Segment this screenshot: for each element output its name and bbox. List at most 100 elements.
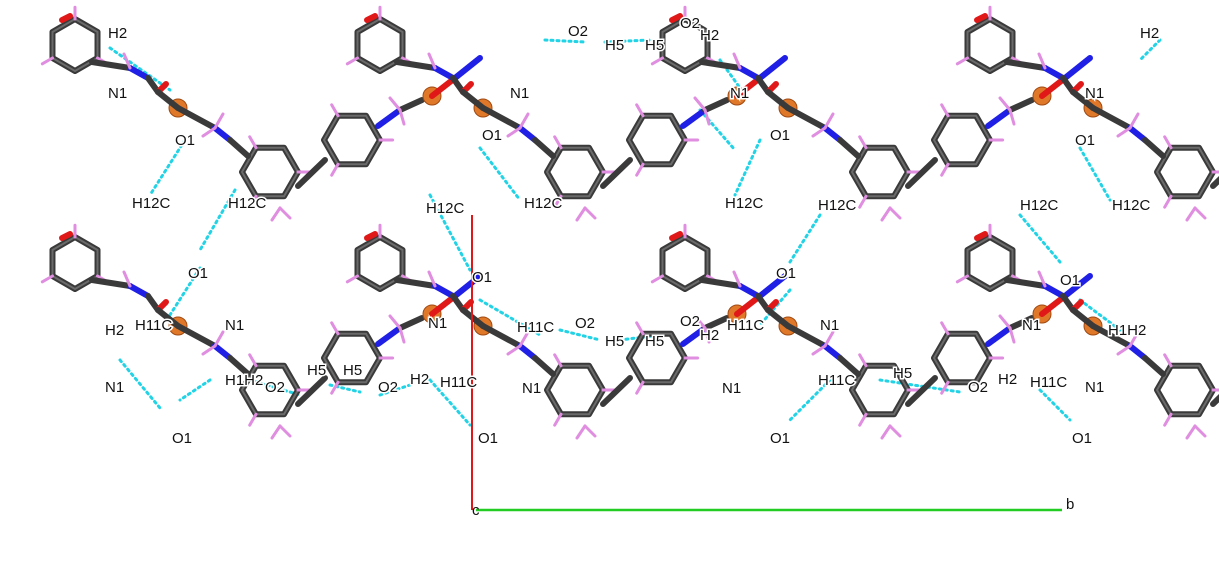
atom-label: O1: [472, 269, 492, 286]
bond: [732, 52, 742, 70]
bond: [295, 157, 328, 189]
atom-label: H11C: [818, 372, 855, 389]
atom-label: O1: [172, 430, 192, 447]
bond: [518, 112, 530, 130]
bond: [699, 59, 743, 71]
bond: [732, 270, 742, 288]
bond: [905, 157, 938, 189]
atom-label: N1: [225, 317, 244, 334]
hydrogen-bond: [733, 138, 762, 197]
hydrogen-bond: [1018, 213, 1062, 264]
bond: [974, 231, 988, 241]
aromatic-ring-highlight: [322, 332, 382, 384]
aromatic-ring: [931, 112, 993, 168]
bond: [518, 330, 530, 348]
atom-label: O1: [770, 430, 790, 447]
bond: [703, 108, 711, 126]
bond: [1127, 343, 1148, 361]
hydrogen-bond: [428, 378, 472, 427]
bond: [575, 206, 587, 222]
bond: [155, 307, 181, 329]
aromatic-ring-highlight: [51, 17, 99, 73]
atom-label: H11C: [440, 374, 477, 391]
atom-label: N1: [820, 317, 839, 334]
bond: [823, 112, 835, 130]
bond: [227, 137, 251, 159]
hydrogen-bond: [178, 378, 212, 402]
hydrogen-bond: [1138, 38, 1162, 62]
bond: [388, 314, 402, 330]
aromatic-ring-highlight: [1155, 146, 1215, 198]
bond: [905, 375, 938, 407]
bond: [330, 162, 340, 177]
bond: [375, 325, 403, 347]
bond: [227, 355, 251, 377]
hydrogen-bond: [378, 383, 412, 397]
bond: [837, 355, 861, 377]
hydrogen-bond: [248, 378, 302, 397]
atom-label: O2: [968, 379, 988, 396]
bond: [702, 315, 730, 331]
bond: [1008, 108, 1016, 126]
atom-label: N1: [1022, 317, 1041, 334]
bond: [1142, 355, 1166, 377]
bond: [553, 194, 563, 209]
bond: [278, 424, 292, 438]
bond: [1070, 307, 1096, 329]
bond: [122, 52, 132, 70]
bond: [1037, 270, 1047, 288]
bond: [635, 162, 645, 177]
atom-label: H5: [605, 333, 624, 350]
bond: [506, 126, 522, 138]
aromatic-ring-highlight: [322, 114, 382, 166]
aromatic-ring-highlight: [627, 114, 687, 166]
bond: [1163, 412, 1173, 427]
molecule-unit: [40, 5, 483, 222]
hydrogen-bond: [1078, 298, 1122, 332]
atom-label: O2: [680, 313, 700, 330]
bond: [811, 344, 827, 356]
bond: [1128, 330, 1140, 348]
bond: [1007, 97, 1035, 113]
bond: [1042, 65, 1066, 81]
bond: [888, 424, 902, 438]
bond: [1062, 273, 1093, 299]
bond: [680, 325, 708, 347]
atom-label: O1: [175, 132, 195, 149]
bond: [201, 126, 217, 138]
bond: [1163, 353, 1173, 368]
bond: [506, 344, 522, 356]
bond: [734, 75, 763, 99]
bond: [1004, 59, 1048, 71]
atom-label: H12C: [1112, 197, 1151, 214]
atom-label: H12C: [524, 195, 563, 212]
atom-label: O1: [1072, 430, 1092, 447]
bond: [460, 89, 486, 111]
atom-label: O2: [265, 379, 285, 396]
bond: [1163, 194, 1173, 209]
bond: [998, 96, 1012, 112]
bond: [201, 344, 217, 356]
atom-label: N1: [108, 85, 127, 102]
aromatic-ring-highlight: [966, 17, 1014, 73]
bond: [974, 13, 988, 23]
bond: [40, 56, 54, 66]
atom-label: N1: [510, 85, 529, 102]
bond: [398, 108, 406, 126]
hydrogen-bond: [1038, 388, 1072, 422]
atom-label: O1: [1075, 132, 1095, 149]
bond: [1185, 424, 1197, 440]
molecule-layer: [40, 5, 1219, 440]
aromatic-ring-highlight: [966, 235, 1014, 291]
bond: [785, 323, 828, 349]
bond: [1163, 135, 1173, 150]
aromatic-ring-highlight: [240, 146, 300, 198]
hydrogen-bond: [478, 146, 522, 202]
bond: [1042, 283, 1066, 299]
bond: [1007, 315, 1035, 331]
atom-label: H12C: [132, 195, 171, 212]
bond: [1142, 137, 1166, 159]
bond: [669, 231, 683, 241]
bond: [270, 206, 282, 222]
